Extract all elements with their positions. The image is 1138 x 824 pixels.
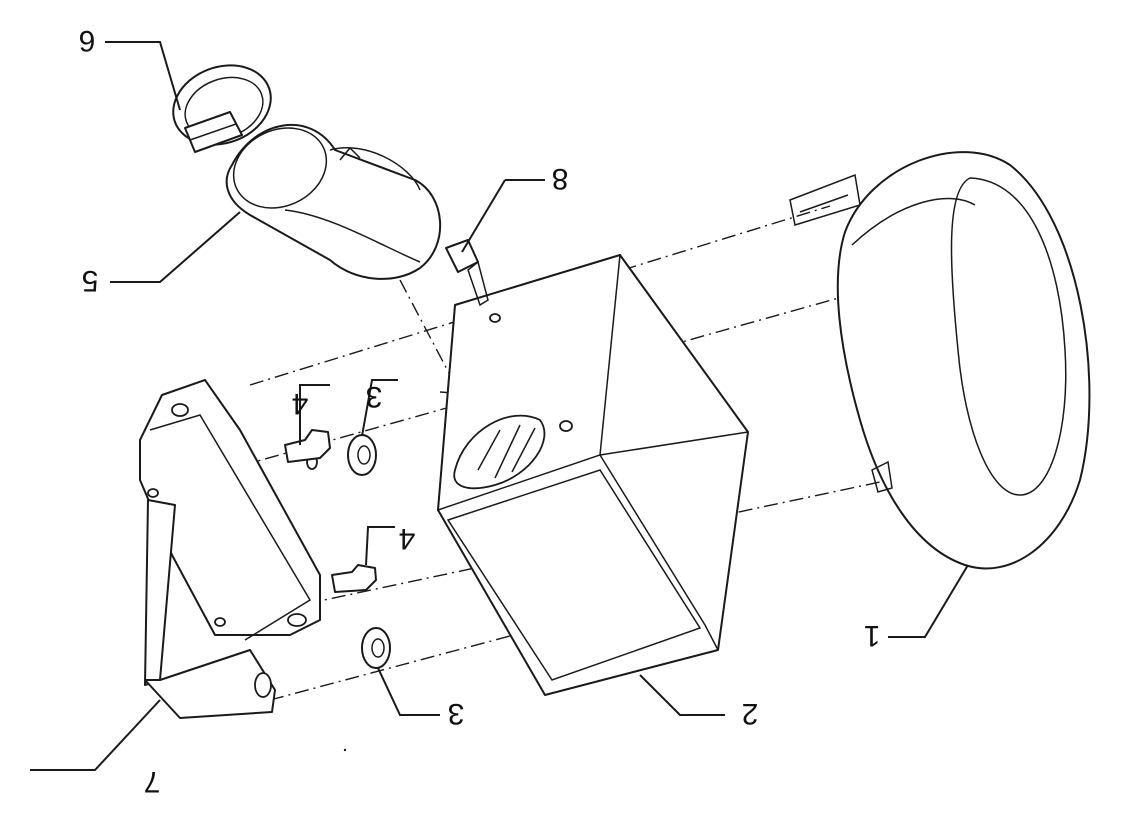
part-5-adapter-sleeve	[225, 124, 441, 280]
sleeve-notch	[339, 146, 361, 161]
callout-4-upper: 4	[292, 387, 309, 420]
stray-dot	[343, 748, 347, 752]
bracket-arm	[144, 499, 176, 686]
leader-1	[888, 564, 969, 638]
housing-inner-rim	[446, 469, 702, 681]
screw-shank	[467, 260, 489, 307]
callout-1: 1	[864, 619, 881, 652]
bracket-hole-foot	[254, 672, 272, 698]
cap-lens-face	[950, 177, 1067, 496]
part-7-bracket	[139, 379, 321, 719]
sleeve-band-bottom	[284, 209, 421, 263]
clamp-screw	[189, 123, 237, 141]
cap-tab-slot	[799, 194, 849, 213]
leader-2	[639, 674, 725, 716]
axis-line-top	[249, 205, 831, 386]
housing-edge-top	[599, 431, 749, 456]
leader-8	[461, 179, 545, 253]
bracket-hole-tab	[287, 613, 307, 627]
cap-rim-edge	[851, 197, 976, 246]
bracket-hole-low	[214, 617, 226, 627]
bracket-foot	[144, 649, 276, 719]
part-2-housing	[437, 253, 749, 696]
callout-4-lower: 4	[399, 522, 416, 555]
callout-8: 8	[552, 162, 569, 195]
callout-6: 6	[79, 24, 96, 57]
housing-edge-right	[599, 454, 719, 651]
leader-6	[105, 41, 181, 111]
bolt-lower	[331, 564, 377, 593]
cap-outer-shell	[836, 151, 1091, 570]
housing-top-hole	[489, 313, 501, 323]
callout-3-lower: 3	[448, 697, 465, 730]
bracket-body	[139, 379, 321, 636]
callout-7: 7	[144, 765, 161, 798]
sleeve-body	[225, 124, 441, 280]
screw-head	[445, 239, 479, 273]
sleeve-opening	[232, 127, 328, 209]
sleeve-band-top	[329, 147, 421, 191]
callout-5: 5	[82, 264, 99, 297]
washer-lower-hole	[371, 638, 385, 658]
leader-4b	[365, 526, 395, 566]
leader-5	[110, 211, 241, 283]
washer-upper-hole	[357, 445, 371, 465]
bracket-fold-line	[149, 414, 312, 641]
leader-lines	[30, 41, 969, 771]
part-6-clamp	[172, 64, 272, 153]
part-8-screw	[445, 239, 489, 307]
washer-upper	[347, 434, 377, 476]
bracket-hole-top	[171, 403, 189, 417]
washer-lower	[361, 627, 391, 669]
leader-7	[30, 699, 161, 771]
leader-3a	[361, 379, 398, 437]
housing-feed-hole	[453, 414, 546, 490]
callout-labels: 6 8 5 4 3 4 3 2 1 7	[79, 24, 881, 798]
callout-3-upper: 3	[366, 380, 383, 413]
leader-4a	[299, 384, 330, 445]
bolt-upper	[284, 429, 331, 463]
housing-hole-shading	[477, 424, 536, 479]
part-1-lnb-cap	[789, 151, 1091, 570]
housing-screw-hole	[559, 420, 573, 432]
cap-top-tab	[789, 173, 861, 226]
part-3-washers	[347, 434, 391, 669]
part-4-bolts	[284, 429, 377, 593]
callout-2: 2	[742, 697, 759, 730]
cap-lower-pin	[871, 460, 893, 493]
bracket-hole-side	[147, 488, 159, 498]
axis-line-bottom	[269, 611, 601, 701]
leader-3b	[377, 667, 440, 716]
